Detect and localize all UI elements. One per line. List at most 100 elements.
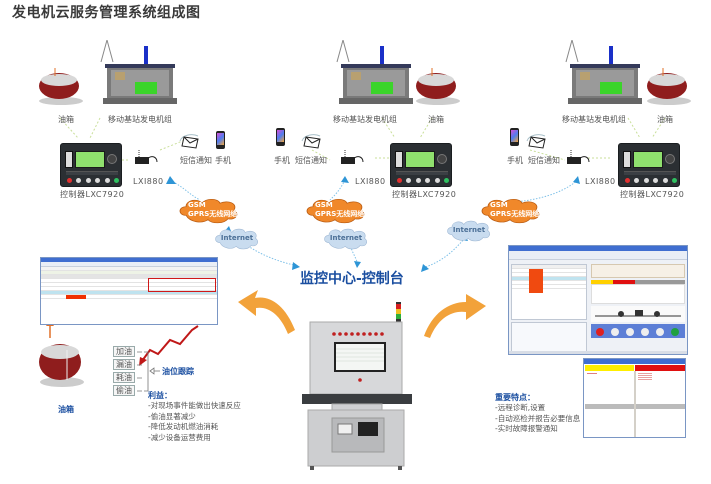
internet-cloud: Internet: [214, 228, 260, 250]
internet-label: Internet: [220, 234, 254, 242]
internet-cloud: Internet: [446, 220, 492, 242]
modem-label: LXI880: [133, 177, 164, 186]
gprs-label: GPRS无线网络: [188, 210, 238, 218]
oil-tank-icon: [647, 68, 691, 105]
internet-label: Internet: [452, 226, 486, 234]
flow-arrowhead: [292, 262, 300, 270]
controller-lxc7920[interactable]: [60, 143, 122, 187]
tank-label: 油箱: [58, 115, 74, 124]
page-title: 发电机云服务管理系统组成图: [12, 5, 201, 21]
phone-label: 手机: [507, 156, 523, 165]
alarm-cells: [529, 269, 543, 293]
features-heading: 重要特点：: [495, 393, 535, 402]
genset-house-icon: [100, 40, 177, 104]
fuel-event-consume: 耗油: [113, 372, 135, 383]
controller-lxc7920[interactable]: [390, 143, 452, 187]
controller-lxc7920[interactable]: [618, 143, 680, 187]
fuel-event-refuel: 加油: [113, 346, 135, 357]
sms-label: 短信通知: [295, 156, 327, 165]
controller-label: 控制器LXC7920: [620, 190, 685, 199]
gsm-label: GSM: [315, 201, 333, 209]
diagnostic-window[interactable]: [508, 245, 688, 355]
flow-arrow-left-icon: [238, 290, 295, 334]
event-list-panel: [511, 264, 587, 320]
modem-label: LXI880: [355, 177, 386, 186]
console-cabinet-icon: [302, 302, 412, 470]
status-other: [635, 280, 685, 284]
mobile-phone-icon: [216, 131, 225, 149]
bracket-icon: [137, 351, 160, 392]
oil-tank-icon: [416, 68, 460, 105]
fuel-event-theft: 偷油: [113, 385, 135, 396]
sms-envelope-icon: [301, 134, 321, 149]
benefit-item: -对现场事件能做出快速反应: [148, 401, 241, 410]
tank-label: 油箱: [657, 115, 673, 124]
generator-diagram: [591, 306, 685, 322]
sms-envelope-icon: [526, 134, 546, 149]
monitoring-center-title: 监控中心-控制台: [300, 271, 404, 287]
internet-cloud: Internet: [323, 228, 369, 250]
phone-label: 手机: [274, 156, 290, 165]
flow-arrowhead: [354, 261, 361, 268]
genset-label: 移动基站发电机组: [108, 115, 172, 124]
highlight-box: [148, 278, 216, 292]
status-warning: [591, 280, 613, 284]
flow-arrowhead: [573, 176, 580, 184]
fuel-tank-label: 油箱: [58, 405, 74, 414]
flow-arrowhead: [421, 264, 429, 272]
flow-arrowhead: [341, 176, 349, 183]
alarm-header: [635, 365, 685, 371]
feature-item: -实时故障报警通知: [495, 424, 558, 433]
genset-label: 移动基站发电机组: [333, 115, 397, 124]
gsm-label: GSM: [188, 201, 206, 209]
alarm-cell: [66, 295, 86, 299]
flow-arrow-right-icon: [424, 294, 486, 338]
flow-arrowhead: [166, 176, 176, 184]
gprs-label: GPRS无线网络: [490, 210, 540, 218]
benefits-block: 利益： -对现场事件能做出快速反应 -偷油显著减少 -降低发动机燃油消耗 -减少…: [148, 390, 241, 443]
benefit-item: -偷油显著减少: [148, 411, 196, 421]
fuel-event-list: 加油 漏油 耗油 偷油: [113, 346, 135, 396]
sms-envelope-icon: [179, 134, 199, 149]
fuel-event-leak: 漏油: [113, 359, 135, 370]
oil-tank-icon: [39, 68, 83, 105]
status-detail: [591, 284, 685, 304]
controller-screen: [75, 151, 105, 168]
feature-item: -远程诊断,设置: [495, 403, 546, 412]
sms-label: 短信通知: [180, 156, 212, 165]
oil-level-tracking-label: 油位跟踪: [162, 367, 194, 376]
features-block: 重要特点： -远程诊断,设置 -自动巡检并报告必要信息 -实时故障报警通知: [495, 392, 580, 435]
mobile-phone-icon: [276, 128, 285, 146]
modem-lxi880-icon[interactable]: [565, 150, 591, 166]
controller-label: 控制器LXC7920: [60, 190, 125, 199]
controller-label: 控制器LXC7920: [392, 190, 457, 199]
benefit-item: -降低发动机燃油消耗: [148, 422, 219, 431]
control-button-bar[interactable]: [591, 324, 685, 338]
history-header-left: [585, 404, 634, 409]
alarm-popup-window[interactable]: [583, 358, 686, 438]
genset-label: 移动基站发电机组: [562, 115, 626, 124]
controller-screen: [633, 151, 663, 168]
genset-house-icon: [565, 40, 642, 104]
fuel-monitoring-window[interactable]: [40, 257, 218, 325]
fuel-trend-line: [141, 325, 199, 362]
history-header-right: [636, 404, 685, 409]
modem-lxi880-icon[interactable]: [339, 150, 365, 166]
monitoring-console: [302, 300, 412, 472]
oil-tank-large-icon: [39, 344, 84, 387]
status-header: [591, 264, 685, 278]
modem-lxi880-icon[interactable]: [133, 150, 159, 166]
phone-label: 手机: [215, 156, 231, 165]
feature-item: -自动巡检并报告必要信息: [495, 413, 581, 423]
sms-label: 短信通知: [528, 156, 560, 165]
mobile-phone-icon: [510, 128, 519, 146]
warning-header: [585, 365, 634, 371]
status-alarm: [613, 280, 635, 284]
controller-screen: [405, 151, 435, 168]
tank-label: 油箱: [428, 115, 444, 124]
gprs-label: GPRS无线网络: [315, 210, 365, 218]
parameter-panel: [511, 322, 587, 352]
